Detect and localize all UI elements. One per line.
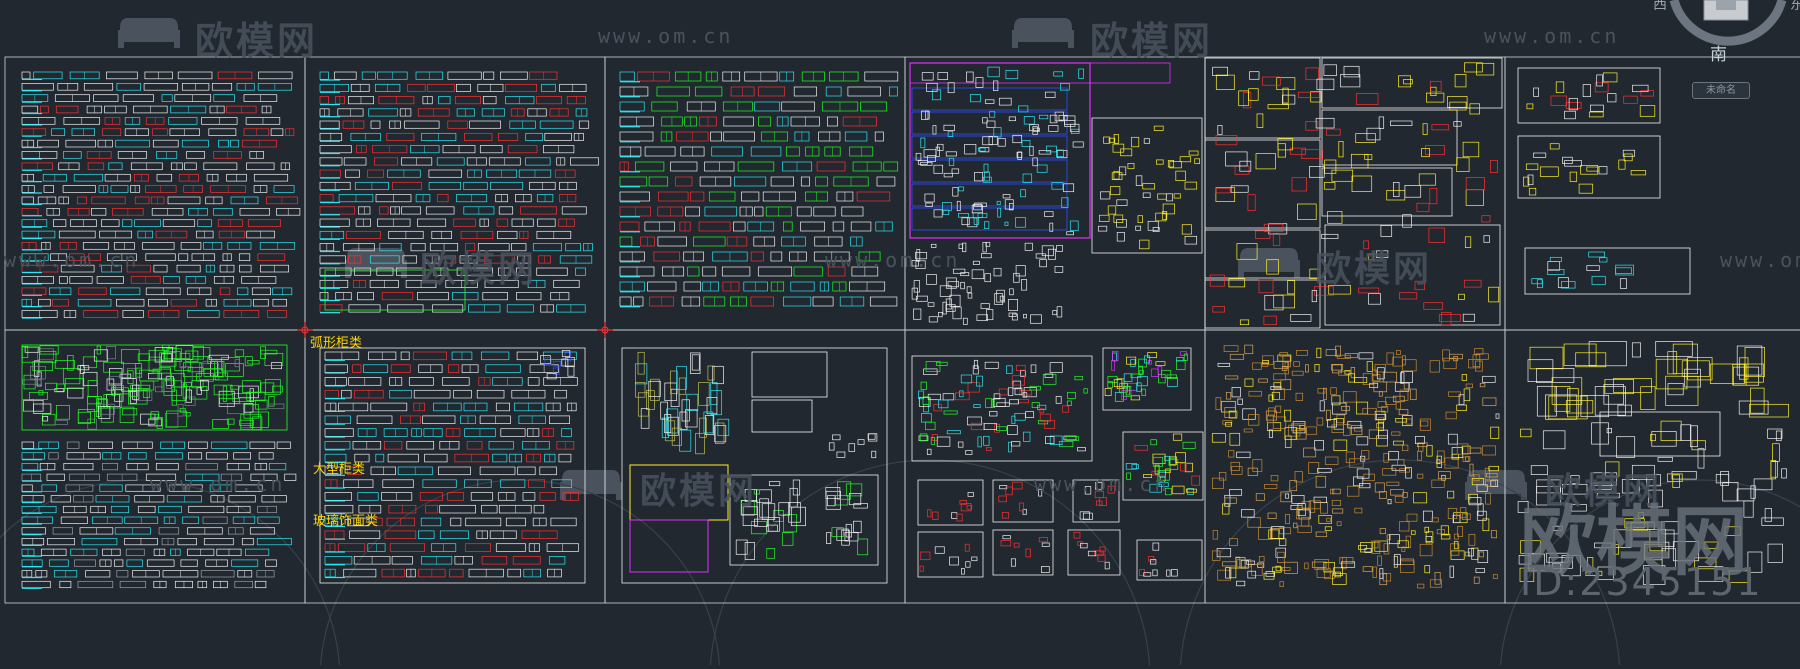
viewcube-icon[interactable]: [1660, 0, 1800, 120]
sofa-logo-icon: [1238, 248, 1300, 278]
viewcube-east-letter[interactable]: 东: [1790, 0, 1800, 13]
label-large-cabinet: 大型柜类: [313, 462, 366, 477]
ucs-marker-icon: [597, 322, 613, 338]
sofa-logo-icon: [1012, 18, 1074, 48]
ucs-marker-icon: [297, 322, 313, 338]
sofa-logo-icon: [118, 18, 180, 48]
sofa-logo-icon: [560, 470, 622, 500]
watermark-large-logo: 欧模网: [1520, 497, 1748, 586]
sofa-logo-icon: [1465, 470, 1527, 500]
label-arc-cabinet: 弧形柜类: [310, 336, 363, 351]
viewcube-west-letter[interactable]: 西: [1653, 0, 1667, 13]
compass-south-label[interactable]: 南: [1710, 45, 1727, 65]
watermark-id: ID:2345151: [1520, 560, 1763, 604]
ucs-menu-button[interactable]: 未命名: [1692, 82, 1750, 99]
label-glass-panel: 玻璃饰面类: [313, 514, 379, 529]
